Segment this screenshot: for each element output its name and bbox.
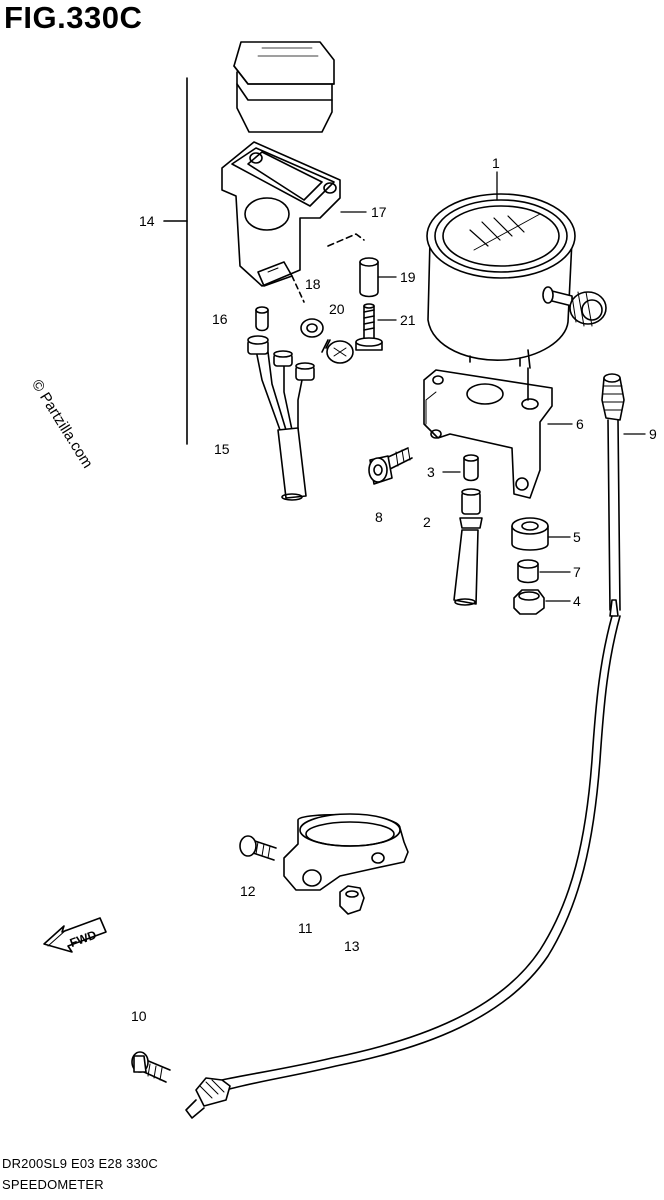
callout-19[interactable]: 19 (400, 269, 416, 285)
callout-1[interactable]: 1 (492, 155, 500, 171)
wire-harness-15[interactable] (247, 335, 315, 501)
assembly-bracket-14 (163, 77, 188, 445)
callout-labels: 1 2 3 4 5 6 7 8 9 10 11 12 13 14 15 16 1… (131, 155, 657, 1024)
leader-dashed-17 (327, 233, 365, 247)
bolt-20[interactable] (321, 339, 354, 364)
callout-12[interactable]: 12 (240, 883, 256, 899)
model-code: DR200SL9 E03 E28 330C (2, 1156, 158, 1171)
callout-16[interactable]: 16 (212, 311, 228, 327)
screw-21[interactable] (355, 303, 383, 351)
nut-13[interactable] (339, 885, 365, 915)
callout-2[interactable]: 2 (423, 514, 431, 530)
callout-9[interactable]: 9 (649, 426, 657, 442)
bulb-3[interactable] (463, 454, 479, 482)
callout-11[interactable]: 11 (298, 920, 313, 936)
callout-5[interactable]: 5 (573, 529, 581, 545)
callout-14[interactable]: 14 (139, 213, 155, 229)
callout-17[interactable]: 17 (371, 204, 387, 220)
callout-3[interactable]: 3 (427, 464, 435, 480)
callout-15[interactable]: 15 (214, 441, 230, 457)
callout-8[interactable]: 8 (375, 509, 383, 525)
forward-arrow-icon: FWD (43, 917, 107, 953)
speedometer-1[interactable] (426, 193, 607, 369)
callout-13[interactable]: 13 (344, 938, 360, 954)
callout-18[interactable]: 18 (305, 276, 321, 292)
callout-21[interactable]: 21 (400, 312, 416, 328)
bulb-16[interactable] (255, 306, 269, 332)
grommet-18[interactable] (300, 318, 324, 338)
bracket-6[interactable] (423, 369, 553, 499)
nut-4[interactable] (513, 589, 545, 615)
callout-4[interactable]: 4 (573, 593, 581, 609)
figure-title: FIG.330C (4, 0, 143, 35)
callout-leaders (340, 171, 646, 602)
switch-cover[interactable] (233, 41, 335, 133)
spacer-7[interactable] (517, 559, 539, 584)
bolt-12[interactable] (239, 835, 277, 861)
clamp-11[interactable] (283, 813, 409, 891)
socket-wire-2[interactable] (453, 488, 483, 606)
callout-7[interactable]: 7 (573, 564, 581, 580)
bolt-8[interactable] (368, 447, 413, 485)
bolt-10[interactable] (131, 1051, 171, 1083)
cushion-5[interactable] (511, 517, 549, 551)
callout-6[interactable]: 6 (576, 416, 584, 432)
pin-19[interactable] (359, 257, 379, 298)
leader-dashed-18 (291, 275, 305, 303)
section-name: SPEEDOMETER (2, 1177, 104, 1192)
switch-housing-17[interactable] (221, 141, 341, 287)
callout-20[interactable]: 20 (329, 301, 345, 317)
speedometer-cable-9[interactable] (185, 373, 625, 1119)
callout-10[interactable]: 10 (131, 1008, 147, 1024)
